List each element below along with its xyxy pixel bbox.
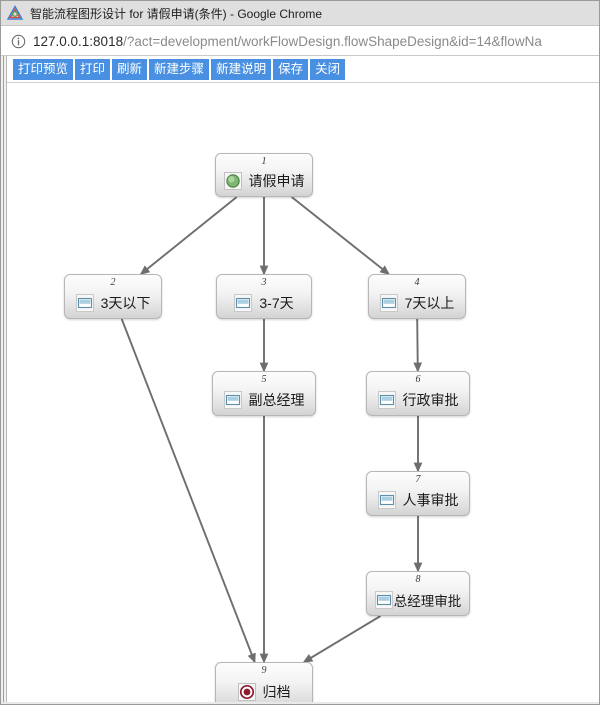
node-body: 总经理审批: [367, 587, 469, 615]
node-label: 归档: [262, 684, 291, 700]
flow-node-2[interactable]: 2 3天以下: [64, 274, 162, 319]
node-label: 3-7天: [259, 294, 294, 311]
flow-node-5[interactable]: 5 副总经理: [212, 371, 316, 416]
node-label: 请假申请: [248, 173, 305, 189]
flow-canvas[interactable]: 1 请假申请 2 3天以下 3 3-7天 4 7天以上 5 副总经理 6 行政审批 7 人事审批 8 总经理审…: [7, 84, 599, 704]
node-number: 1: [261, 156, 267, 167]
flow-node-8[interactable]: 8 总经理审批: [366, 571, 470, 616]
step-rect-icon: [374, 590, 393, 609]
title-bar: 智能流程图形设计 for 请假申请(条件) - Google Chrome: [1, 1, 599, 26]
node-number: 9: [261, 665, 267, 676]
node-number: 4: [414, 277, 420, 288]
page-content: 打印预览打印刷新新建步骤新建说明保存关闭 1 请假申请 2 3天以下 3 3-7天 4 7天以…: [7, 56, 599, 704]
url-path: /?act=development/workFlowDesign.flowSha…: [123, 33, 542, 49]
node-label: 3天以下: [100, 294, 151, 311]
print-button[interactable]: 打印: [75, 58, 111, 80]
node-number: 3: [261, 277, 267, 288]
node-body: 行政审批: [367, 387, 469, 415]
node-number: 2: [110, 277, 116, 288]
close-button[interactable]: 关闭: [310, 58, 346, 80]
node-label: 人事审批: [402, 491, 459, 508]
flow-node-3[interactable]: 3 3-7天: [216, 274, 312, 319]
url-text: 127.0.0.1:8018/?act=development/workFlow…: [33, 34, 542, 49]
flow-edge-4-to-6[interactable]: [413, 318, 423, 373]
flow-node-9[interactable]: 9 归档: [215, 662, 313, 704]
node-body: 副总经理: [213, 387, 315, 415]
node-body: 请假申请: [216, 169, 312, 196]
step-rect-icon: [234, 293, 253, 312]
flow-toolbar: 打印预览打印刷新新建步骤新建说明保存关闭: [7, 56, 599, 83]
window-bottom-edge: [1, 702, 599, 704]
chrome-app-icon: [6, 5, 24, 21]
address-bar[interactable]: 127.0.0.1:8018/?act=development/workFlow…: [5, 28, 599, 54]
flow-node-6[interactable]: 6 行政审批: [366, 371, 470, 416]
new-note-button[interactable]: 新建说明: [211, 58, 272, 80]
info-circle-icon[interactable]: [11, 34, 26, 49]
step-rect-icon: [377, 490, 396, 509]
url-host: 127.0.0.1:8018: [33, 33, 124, 49]
node-number: 8: [415, 574, 421, 585]
step-rect-icon: [75, 293, 94, 312]
node-number: 7: [415, 474, 421, 485]
window-left-gutter: [1, 56, 7, 704]
node-label: 7天以上: [404, 294, 455, 311]
node-body: 3天以下: [65, 290, 161, 318]
node-number: 5: [261, 374, 267, 385]
save-button[interactable]: 保存: [273, 58, 309, 80]
node-label: 总经理审批: [393, 593, 462, 609]
flow-edge-1-to-4[interactable]: [291, 196, 390, 275]
node-body: 归档: [216, 678, 312, 704]
flow-node-1[interactable]: 1 请假申请: [215, 153, 313, 197]
end-circle-icon: [237, 683, 256, 701]
print-preview-button[interactable]: 打印预览: [13, 58, 74, 80]
step-rect-icon: [223, 390, 242, 409]
node-number: 6: [415, 374, 421, 385]
flow-edge-8-to-9[interactable]: [302, 615, 381, 663]
node-body: 7天以上: [369, 290, 465, 318]
new-step-button[interactable]: 新建步骤: [149, 58, 210, 80]
node-body: 人事审批: [367, 487, 469, 515]
start-circle-icon: [223, 172, 242, 190]
refresh-button[interactable]: 刷新: [112, 58, 148, 80]
step-rect-icon: [377, 390, 396, 409]
address-bar-region: 127.0.0.1:8018/?act=development/workFlow…: [1, 26, 599, 56]
step-rect-icon: [379, 293, 398, 312]
window-title: 智能流程图形设计 for 请假申请(条件) - Google Chrome: [30, 6, 323, 21]
node-label: 行政审批: [402, 391, 459, 408]
node-body: 3-7天: [217, 290, 311, 318]
node-label: 副总经理: [248, 391, 305, 408]
flow-node-4[interactable]: 4 7天以上: [368, 274, 466, 319]
flow-edge-1-to-2[interactable]: [139, 196, 238, 275]
flow-node-7[interactable]: 7 人事审批: [366, 471, 470, 516]
